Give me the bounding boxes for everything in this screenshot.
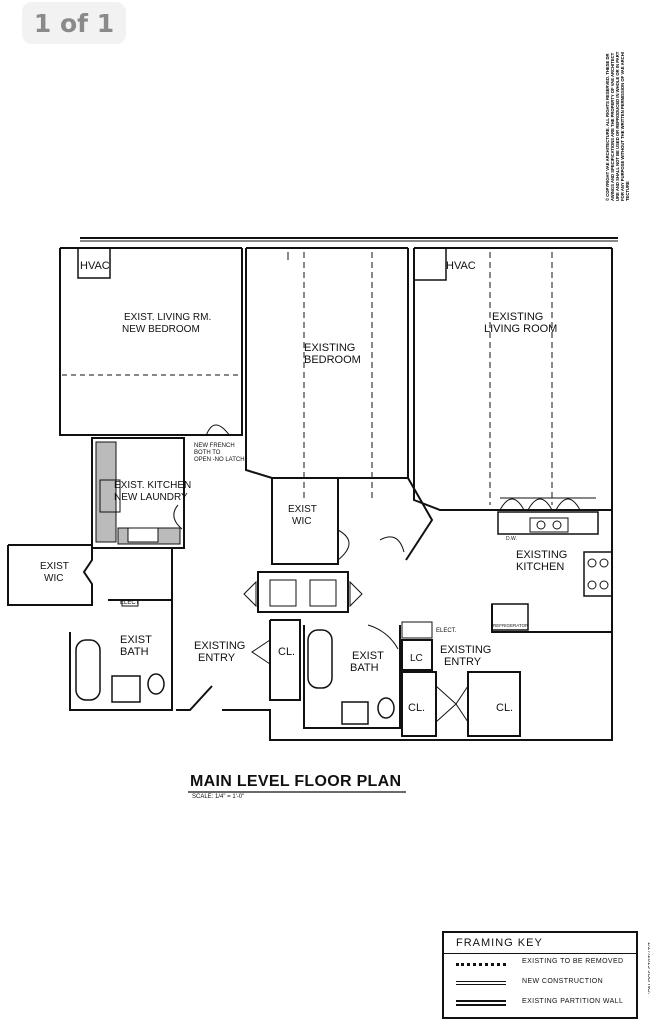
label-elect-left: ELECT	[120, 600, 140, 606]
label-bath-left-1: EXIST	[120, 634, 152, 646]
double-thin-line-swatch	[456, 981, 506, 985]
framing-key-title: FRAMING KEY	[456, 937, 543, 949]
framing-key-row-removed: EXISTING TO BE REMOVED	[456, 958, 634, 970]
double-thick-line-swatch	[456, 1000, 506, 1006]
dotted-line-swatch	[456, 963, 506, 966]
framing-key-legend: FRAMING KEY EXISTING TO BE REMOVED NEW C…	[442, 931, 638, 1019]
label-bath-center-2: BATH	[350, 662, 379, 674]
page-counter-badge: 1 of 1	[22, 2, 126, 44]
framing-key-label: EXISTING PARTITION WALL	[522, 998, 624, 1005]
label-closet-2: CL.	[408, 702, 425, 714]
framing-key-row-new: NEW CONSTRUCTION	[456, 978, 634, 990]
plan-title: MAIN LEVEL FLOOR PLAN	[190, 773, 402, 790]
framing-key-side-note: 1/27/2015 JOB NO.	[646, 942, 650, 995]
label-entry-left-1: EXISTING	[194, 640, 245, 652]
label-bath-left-2: BATH	[120, 646, 149, 658]
label-new-laundry: NEW LAUNDRY	[114, 492, 188, 503]
label-wic-center-1: EXIST	[288, 504, 317, 515]
framing-key-label: NEW CONSTRUCTION	[522, 978, 604, 985]
label-wic-center-2: WIC	[292, 516, 311, 527]
label-wic-left-2: WIC	[44, 573, 63, 584]
label-hvac-left: HVAC	[80, 260, 110, 272]
label-exist-kitchen: EXIST. KITCHEN	[114, 480, 191, 491]
framing-key-row-existing: EXISTING PARTITION WALL	[456, 998, 634, 1010]
label-wic-left-1: EXIST	[40, 561, 69, 572]
label-french-note-3: OPEN -NO LATCH	[194, 457, 245, 463]
label-entry-right-1: EXISTING	[440, 644, 491, 656]
label-french-note-2: BOTH TO	[194, 450, 221, 456]
label-french-note-1: NEW FRENCH	[194, 443, 235, 449]
framing-key-divider	[444, 953, 636, 954]
framing-key-label: EXISTING TO BE REMOVED	[522, 958, 624, 965]
label-existing-bedroom-1: EXISTING	[304, 342, 355, 354]
label-closet-3: CL.	[496, 702, 513, 714]
label-dw: D.W.	[506, 536, 517, 542]
plan-scale: SCALE: 1/4" = 1'-0"	[192, 794, 245, 800]
label-existing-living-1: EXISTING	[492, 311, 543, 323]
label-entry-right-2: ENTRY	[444, 656, 482, 668]
label-elect-right: ELECT.	[436, 628, 457, 634]
label-bath-center-1: EXIST	[352, 650, 384, 662]
label-existing-kitchen-2: KITCHEN	[516, 561, 564, 573]
label-entry-left-2: ENTRY	[198, 652, 236, 664]
label-exist-living-rm: EXIST. LIVING RM.	[124, 312, 211, 323]
label-closet-1: CL.	[278, 646, 295, 658]
label-hvac-right: HVAC	[446, 260, 476, 272]
label-existing-living-2: LIVING ROOM	[484, 323, 557, 335]
label-new-bedroom: NEW BEDROOM	[122, 324, 200, 335]
label-existing-kitchen-1: EXISTING	[516, 549, 567, 561]
label-existing-bedroom-2: BEDROOM	[304, 354, 361, 366]
label-lc: LC	[410, 653, 423, 664]
label-refrigerator: REFRIGERATOR	[493, 623, 529, 628]
